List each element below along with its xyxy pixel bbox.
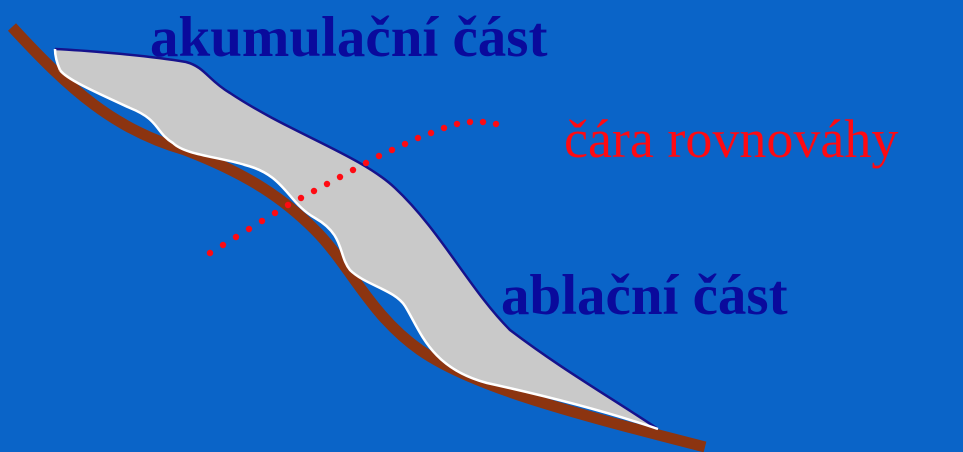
equilibrium-dot [453, 120, 461, 128]
equilibrium-dot [466, 118, 474, 126]
equilibrium-dot [349, 166, 357, 174]
glacier-body [55, 49, 658, 429]
equilibrium-dot [310, 187, 318, 195]
equilibrium-dot [414, 134, 422, 142]
equilibrium-dot [297, 194, 305, 202]
equilibrium-dot [323, 180, 331, 188]
equilibrium-dot [427, 129, 435, 137]
equilibrium-dot [271, 209, 279, 217]
equilibrium-dot [336, 173, 344, 181]
glacier-lower-outline [58, 69, 659, 431]
equilibrium-dot [258, 217, 266, 225]
ablation-zone-label: ablační část [501, 264, 788, 327]
equilibrium-line [206, 118, 500, 257]
equilibrium-dot [401, 140, 409, 148]
equilibrium-dot [284, 201, 292, 209]
equilibrium-line-label: čára rovnováhy [564, 109, 899, 169]
equilibrium-dot [479, 118, 487, 126]
equilibrium-dot [388, 146, 396, 154]
accumulation-zone-label: akumulační část [150, 6, 548, 69]
bedrock-slope [7, 23, 707, 452]
equilibrium-dot [492, 120, 500, 128]
equilibrium-dot [375, 152, 383, 160]
equilibrium-dot [362, 159, 370, 167]
equilibrium-dot [245, 225, 253, 233]
equilibrium-dot [232, 233, 240, 241]
equilibrium-dot [206, 249, 214, 257]
equilibrium-dot [219, 241, 227, 249]
equilibrium-dot [440, 124, 448, 132]
glacier-snout-tip [53, 48, 62, 71]
glacier-upper-outline [54, 47, 659, 431]
